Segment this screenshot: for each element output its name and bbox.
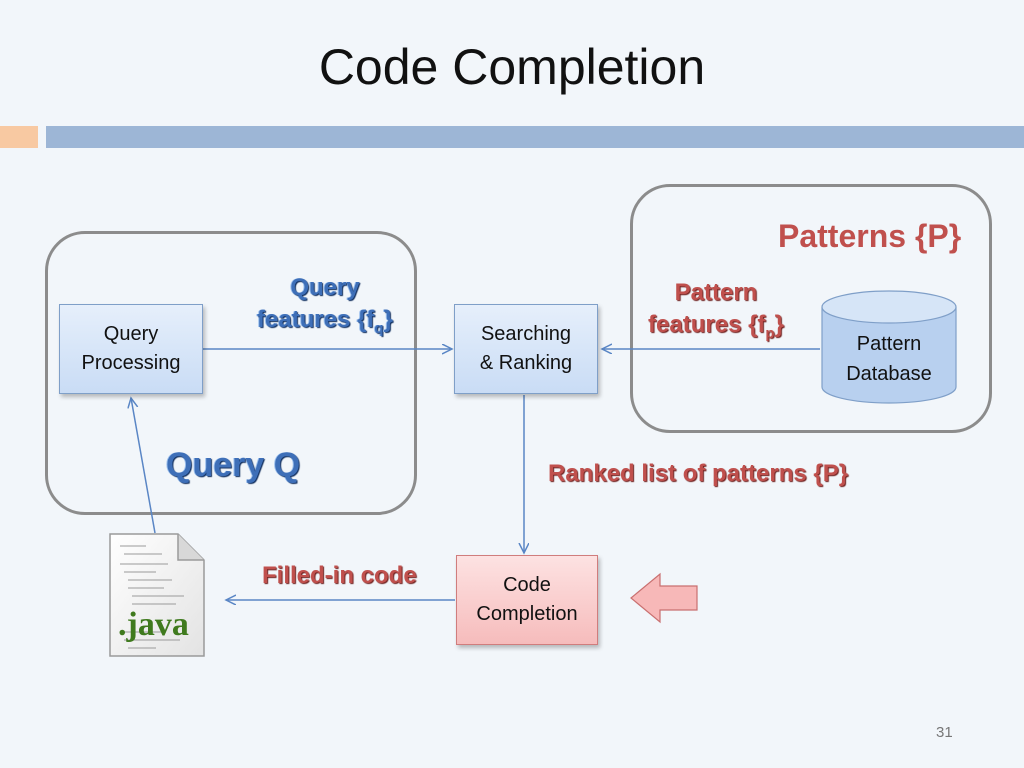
pattern-features-line2: features {f <box>648 311 766 338</box>
query-features-subscript: q <box>374 319 384 337</box>
highlight-arrow-icon <box>630 572 698 624</box>
arrow-file-to-query <box>131 398 156 534</box>
pattern-features-close: } <box>774 311 784 338</box>
java-file-icon: .java <box>106 532 208 660</box>
query-features-line1: Query <box>290 274 360 301</box>
pattern-database-line1: Pattern <box>856 333 922 355</box>
title-accent-bar-blue <box>46 126 1024 148</box>
pattern-features-line1: Pattern <box>674 279 758 306</box>
query-processing-node: Query Processing <box>59 304 203 394</box>
pattern-features-subscript: p <box>765 324 775 342</box>
pattern-features-label: Pattern features {fp} <box>637 277 795 350</box>
searching-ranking-node: Searching & Ranking <box>454 304 598 394</box>
ranked-list-label: Ranked list of patterns {P} <box>548 460 849 487</box>
code-completion-line2: Completion <box>476 603 578 625</box>
page-number: 31 <box>936 724 953 741</box>
query-features-close: } <box>383 306 393 333</box>
slide-title: Code Completion <box>318 39 706 95</box>
java-file-shape <box>109 533 205 657</box>
code-completion-line1: Code <box>503 574 551 596</box>
pattern-database-line2: Database <box>846 363 932 385</box>
title-accent-bar-orange <box>0 126 38 148</box>
query-processing-line2: Processing <box>81 352 181 374</box>
pattern-database-label: Pattern Database <box>822 329 956 389</box>
query-group-label: Query Q <box>166 446 301 484</box>
java-file-label: .java <box>118 606 189 643</box>
query-features-label: Query features {fq} <box>250 272 400 345</box>
pattern-database-cylinder <box>821 290 957 404</box>
filled-in-code-label: Filled-in code <box>262 562 417 589</box>
query-processing-line1: Query <box>103 323 159 345</box>
patterns-group-label: Patterns {P} <box>778 218 962 254</box>
query-features-line2: features {f <box>257 306 375 333</box>
searching-ranking-line2: & Ranking <box>479 352 573 374</box>
searching-ranking-line1: Searching <box>480 323 572 345</box>
code-completion-node: Code Completion <box>456 555 598 645</box>
